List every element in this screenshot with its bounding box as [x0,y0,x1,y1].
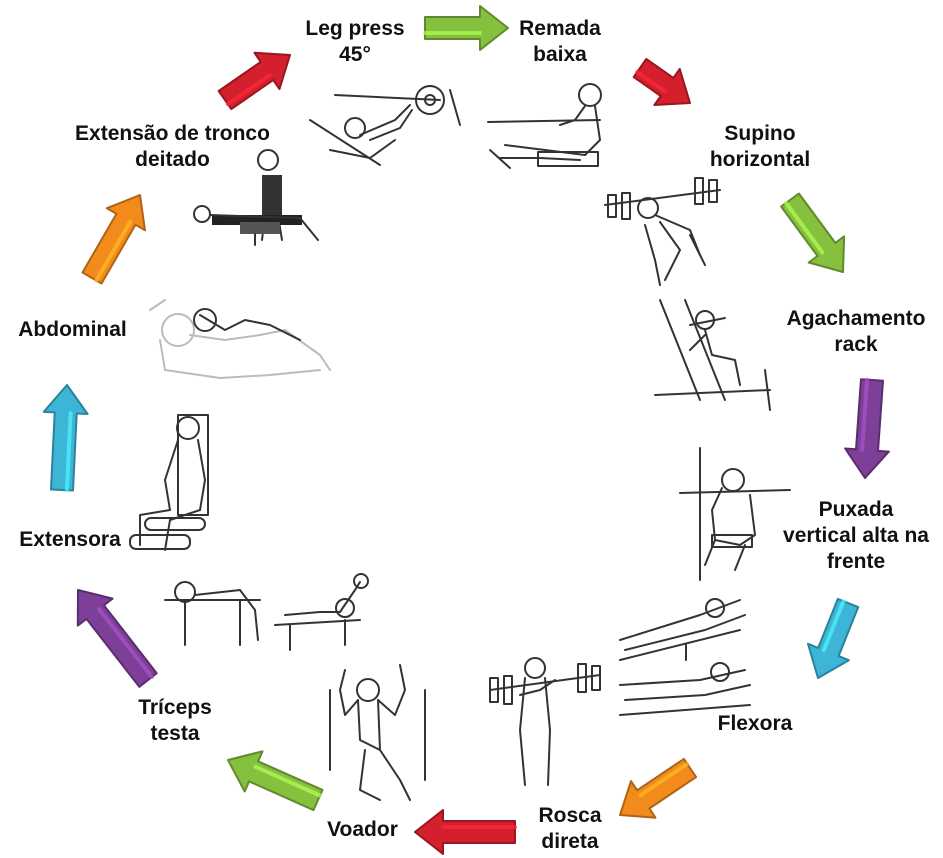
label-leg-press: Leg press 45° [295,16,415,68]
supino-to-agachamento-arrow-down-right-icon [781,194,844,273]
label-extensora: Extensora [10,527,130,553]
remada-to-supino-arrow-down-right-icon [634,59,690,105]
label-triceps-testa: Tríceps testa [120,695,230,747]
label-supino-horizontal: Supino horizontal [690,121,830,173]
rosca-to-voador-arrow-left-icon [415,810,515,854]
label-extensao-tronco: Extensão de tronco deitado [60,121,285,173]
label-abdominal: Abdominal [5,317,140,343]
label-puxada-vertical: Puxada vertical alta na frente [770,497,942,575]
label-rosca-direta: Rosca direta [520,803,620,855]
leg-press-to-remada-arrow-right-icon [425,6,508,50]
triceps-to-extensora-arrow-up-left-icon [78,590,157,687]
label-voador: Voador [315,817,410,843]
label-agachamento-rack: Agachamento rack [770,306,942,358]
puxada-to-flexora-arrow-down-left-icon [808,599,858,678]
label-flexora: Flexora [700,711,810,737]
voador-to-triceps-arrow-up-left-icon [228,751,323,810]
abdominal-to-extensao-arrow-up-right-icon [83,195,146,284]
label-remada-baixa: Remada baixa [500,16,620,68]
